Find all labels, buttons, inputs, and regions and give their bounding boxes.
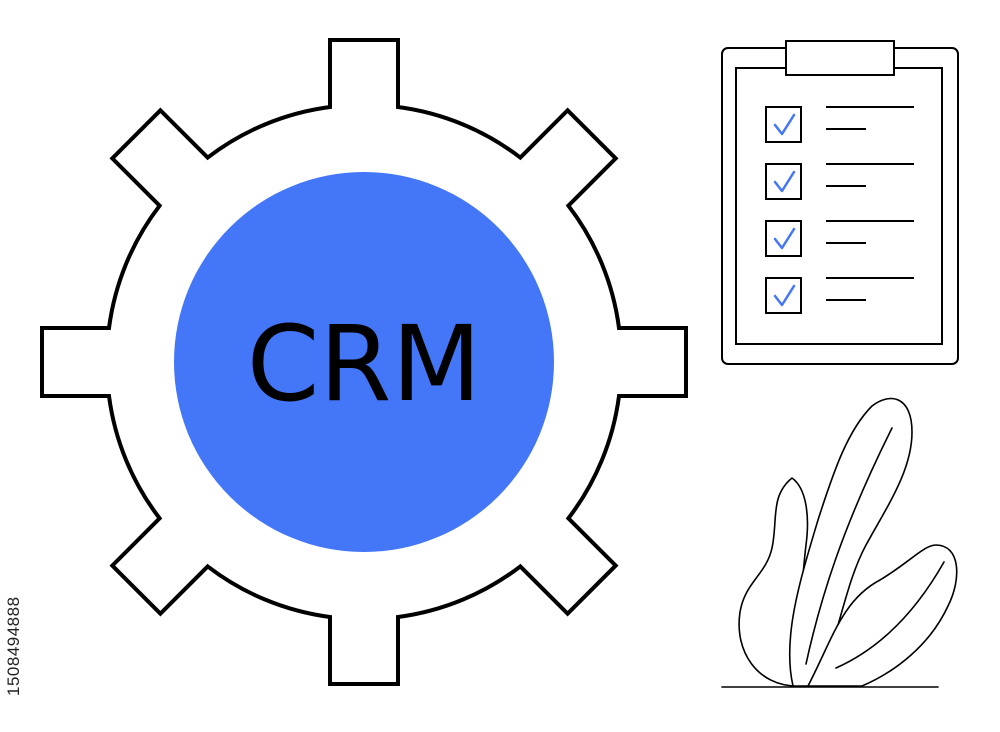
checklist	[765, 106, 914, 314]
leaf-tall-vein	[805, 427, 893, 665]
crm-label: CRM	[247, 303, 482, 425]
leaf-tall	[788, 397, 913, 687]
checkmark-icon	[773, 170, 796, 193]
checkbox-icon	[765, 106, 802, 143]
gear-center-circle	[174, 172, 554, 552]
stock-id-label: 1508494888	[4, 596, 23, 696]
clipboard-icon	[721, 40, 959, 365]
gear-icon: CRM	[40, 38, 688, 686]
checkbox-icon	[765, 220, 802, 257]
checkmark-icon	[773, 227, 796, 250]
leaf-plant-icon	[721, 397, 958, 688]
checkmark-icon	[773, 284, 796, 307]
leaf-right-vein	[835, 561, 945, 669]
checkmark-icon	[773, 113, 796, 136]
checkbox-icon	[765, 163, 802, 200]
checkbox-icon	[765, 277, 802, 314]
clipboard-clip	[785, 40, 895, 76]
leaf-right	[807, 544, 958, 687]
